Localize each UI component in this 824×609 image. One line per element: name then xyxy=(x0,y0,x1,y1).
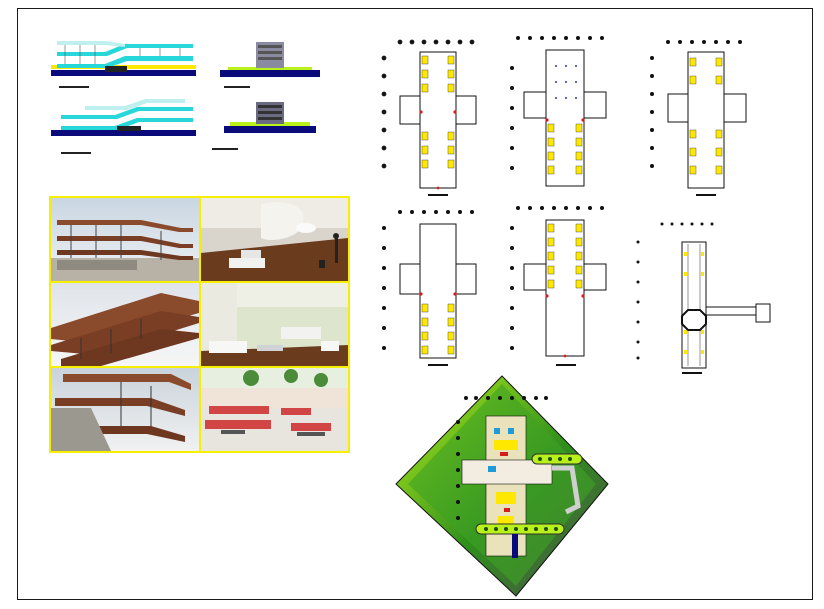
render-exterior-2 xyxy=(51,283,199,366)
elevation-short-a xyxy=(220,38,320,94)
render-interior-3 xyxy=(201,368,348,451)
elevation-long-b xyxy=(45,96,205,158)
render-interior-1 xyxy=(201,198,348,281)
floor-plan-5 xyxy=(508,204,612,370)
render-exterior-3 xyxy=(51,368,199,451)
render-exterior-1 xyxy=(51,198,199,281)
render-interior-2 xyxy=(201,283,348,366)
render-grid xyxy=(49,196,350,453)
elevation-long-a xyxy=(45,34,205,94)
floor-plan-2 xyxy=(508,32,612,192)
floor-plan-3 xyxy=(648,36,752,200)
sheet-frame xyxy=(17,8,813,600)
floor-plan-6 xyxy=(632,212,782,378)
floor-plan-4 xyxy=(380,208,492,372)
elevation-short-b xyxy=(210,100,320,158)
floor-plan-1 xyxy=(380,36,492,204)
site-plan xyxy=(395,375,609,597)
